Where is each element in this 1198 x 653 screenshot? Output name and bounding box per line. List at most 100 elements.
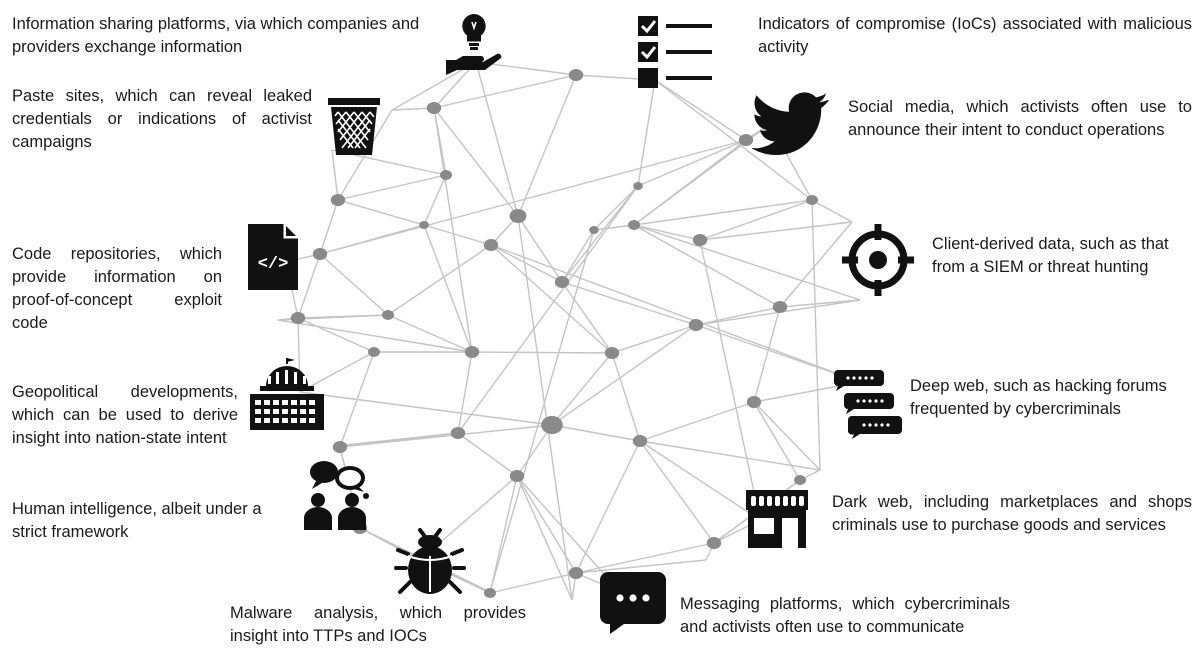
network-edge (490, 244, 563, 283)
label-information-sharing: Information sharing platforms, via which… (12, 15, 420, 56)
network-edge (517, 74, 577, 217)
network-edge (779, 299, 861, 308)
network-node (632, 435, 648, 447)
svg-text:</>: </> (258, 255, 289, 274)
network-edge (297, 253, 321, 319)
lightbulb-hand-icon (446, 14, 502, 75)
network-edge (423, 174, 447, 226)
network-edge (699, 221, 853, 241)
network-edge (753, 401, 801, 481)
network-edge (639, 440, 761, 521)
network-node (450, 427, 466, 439)
network-node (464, 346, 480, 358)
label-geopolitical: Geopolitical developments, which can be … (12, 383, 238, 447)
network-edge (299, 351, 375, 393)
network-edge (475, 61, 519, 217)
network-edge (633, 224, 781, 308)
network-node (440, 170, 452, 180)
network-edge (433, 74, 577, 109)
network-edge (457, 185, 639, 434)
network-edge (575, 440, 641, 574)
network-node (509, 209, 527, 223)
network-node (568, 567, 584, 579)
network-edge (633, 224, 861, 301)
network-edge (551, 424, 641, 442)
network-edge (695, 306, 781, 326)
network-edge (423, 224, 492, 246)
government-building-icon (250, 358, 324, 430)
network-edge (561, 281, 613, 354)
label-iocs: Indicators of compromise (IoCs) associat… (758, 15, 1192, 56)
network-edge (516, 475, 621, 593)
network-edge (319, 253, 389, 316)
network-edge (516, 424, 553, 477)
network-node (738, 134, 754, 146)
network-node (541, 416, 563, 434)
network-edge (633, 139, 747, 226)
network-node (589, 226, 599, 234)
label-messaging-platforms: Messaging platforms, which cybercriminal… (680, 595, 1010, 636)
network-edge (387, 314, 473, 353)
network-edge (319, 199, 339, 255)
network-edge (299, 391, 553, 426)
network-edge (297, 317, 375, 353)
network-edge (490, 244, 861, 383)
network-node (509, 470, 525, 482)
bug-icon (394, 528, 466, 594)
label-social-media: Social media, which activists often use … (848, 98, 1192, 139)
network-node (382, 310, 394, 320)
network-edge (551, 324, 697, 426)
network-node (794, 475, 806, 485)
network-node (332, 441, 348, 453)
network-edge (517, 215, 573, 601)
label-malware-analysis: Malware analysis, which provides insight… (230, 604, 526, 645)
network-edge (423, 224, 473, 353)
network-node (692, 234, 708, 246)
chat-bubble-icon (600, 572, 666, 634)
label-human-intelligence: Human intelligence, albeit under a stric… (12, 500, 262, 541)
network-edge (551, 352, 613, 426)
network-edge (561, 185, 639, 283)
network-edge (331, 149, 339, 201)
network-node (484, 588, 496, 598)
network-node (290, 312, 306, 324)
network-edge (593, 185, 639, 231)
network-edge (457, 432, 518, 477)
network-edge (433, 107, 473, 353)
network-edge (575, 559, 707, 574)
label-deep-web: Deep web, such as hacking forums frequen… (910, 377, 1167, 418)
network-node (426, 102, 442, 114)
network-edge (516, 475, 577, 574)
network-nodes (290, 69, 818, 598)
network-edge (699, 239, 761, 521)
label-paste-sites: Paste sites, which can reveal leaked cre… (12, 87, 312, 151)
network-edge (654, 79, 747, 141)
network-edge (339, 424, 553, 448)
network-node (554, 276, 570, 288)
network-edge (561, 229, 595, 283)
crosshair-target-icon (842, 224, 914, 296)
network-edge (277, 319, 473, 353)
twitter-bird-icon (752, 92, 830, 155)
network-edge (387, 244, 492, 316)
chat-bubbles-icon (834, 370, 902, 439)
checklist-icon (638, 16, 712, 88)
network-edge (489, 475, 518, 594)
network-edge (517, 215, 563, 283)
network-edge (457, 351, 473, 434)
network-edge (471, 351, 613, 354)
network-edge (561, 281, 697, 326)
network-node (568, 69, 584, 81)
network-node (688, 319, 704, 331)
network-node (806, 195, 818, 205)
network-node (746, 396, 762, 408)
network-edge (639, 401, 755, 442)
network-edge (699, 199, 813, 241)
network-edge (639, 440, 821, 471)
network-node (706, 537, 722, 549)
network-node (772, 301, 788, 313)
label-code-repositories: Code repositories, which provide informa… (12, 245, 222, 332)
network-edge (637, 79, 656, 187)
network-edge (611, 352, 641, 442)
network-node (312, 248, 328, 260)
